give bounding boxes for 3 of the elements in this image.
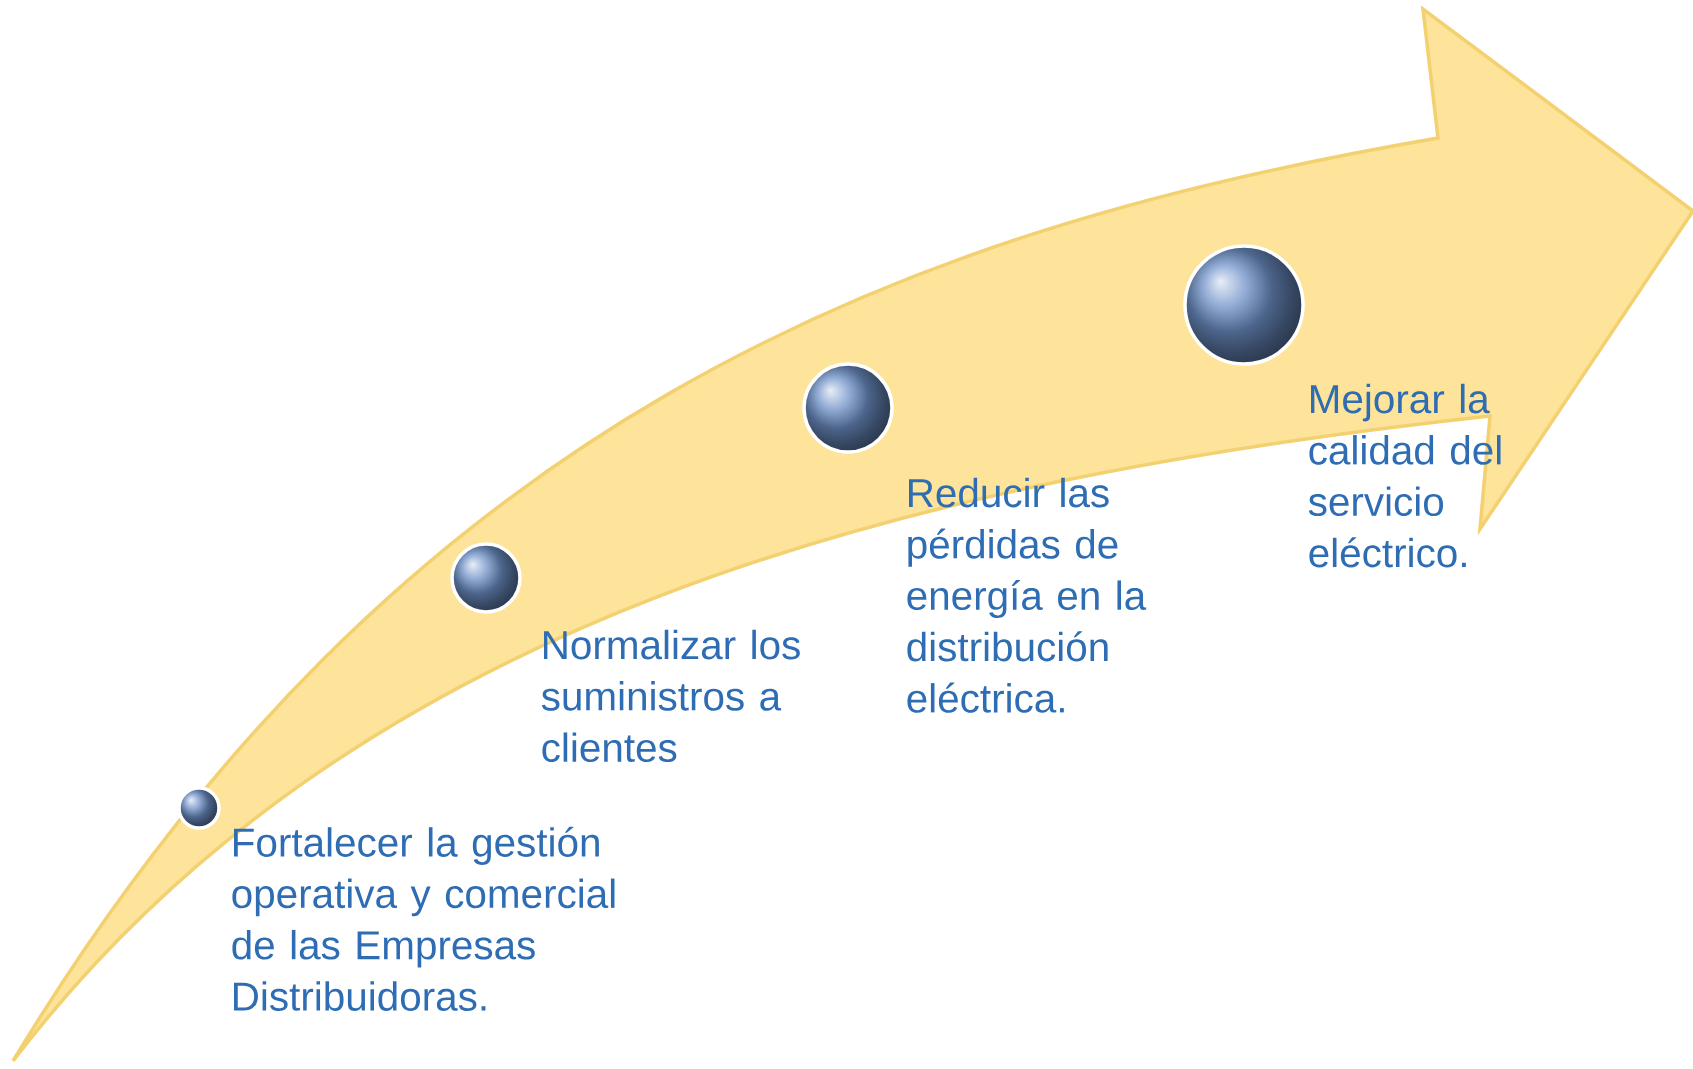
step-label: Fortalecer la gestión operativa y comercial de las Empresas Distribuidoras. [232,826,615,1011]
step-label: Normalizar los suministros a clientes [541,629,800,763]
step-label: Reducir las pérdidas de energía en la distribución eléctrica. [907,477,1147,713]
